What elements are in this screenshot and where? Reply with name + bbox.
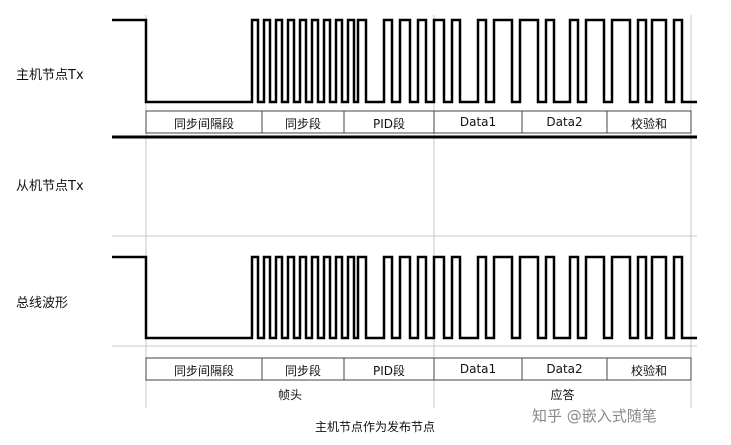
segment-bottom-pid: PID段 — [372, 364, 406, 378]
watermark: 知乎 @嵌入式随笔 — [532, 407, 657, 425]
master-tx-waveform — [112, 18, 697, 104]
segment-bottom-data1: Data1 — [459, 362, 497, 376]
segment-bottom-data2: Data2 — [546, 362, 583, 376]
diagram-caption: 主机节点作为发布节点 — [314, 420, 435, 434]
segment-bottom-checksum: 校验和 — [630, 364, 667, 378]
bus-waveform — [112, 255, 697, 340]
segment-bottom-sync-break: 同步间隔段 — [173, 364, 234, 378]
segment-top-checksum: 校验和 — [630, 117, 667, 131]
segment-table-top — [145, 110, 692, 134]
group-label-response: 应答 — [550, 388, 575, 402]
segment-table-bottom — [145, 357, 692, 381]
segment-top-pid: PID段 — [372, 117, 406, 131]
row-label-master-tx: 主机节点Tx — [16, 68, 84, 83]
segment-top-data1: Data1 — [459, 115, 497, 129]
segment-top-sync-break: 同步间隔段 — [173, 117, 234, 131]
group-label-header: 帧头 — [277, 388, 302, 402]
segment-top-sync: 同步段 — [284, 117, 321, 131]
segment-top-data2: Data2 — [546, 115, 583, 129]
segment-bottom-sync: 同步段 — [284, 364, 321, 378]
row-label-slave-tx: 从机节点Tx — [16, 179, 84, 194]
row-label-bus: 总线波形 — [16, 296, 69, 311]
